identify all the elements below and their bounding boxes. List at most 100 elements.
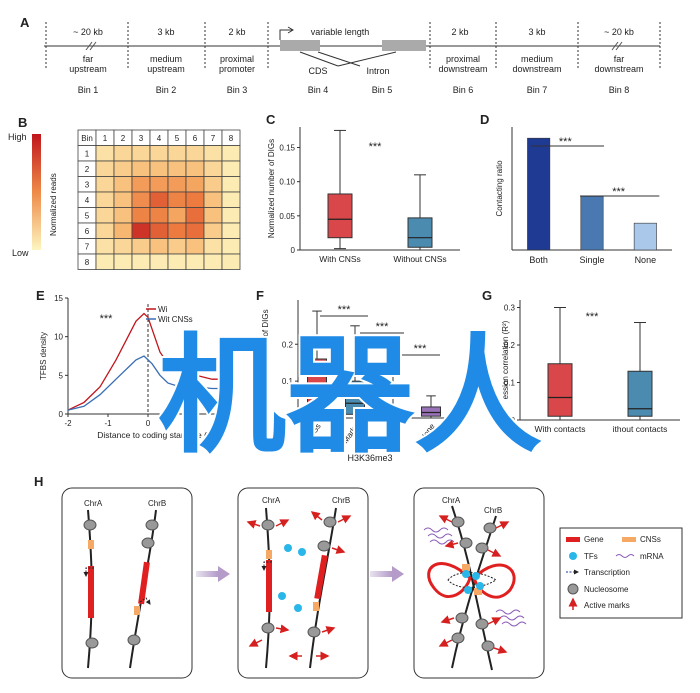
y-tick-label: 15 xyxy=(54,294,63,303)
heatmap-cell xyxy=(221,176,241,193)
x-tick-label: -1 xyxy=(104,419,112,428)
heatmap-cell xyxy=(167,176,187,193)
heatmap-row-label: 2 xyxy=(85,165,90,174)
heatmap-cell xyxy=(149,238,169,255)
box-body xyxy=(421,406,441,417)
x-axis-label: H3K36me3 xyxy=(347,453,392,463)
cds-block-left xyxy=(280,40,320,51)
heatmap-col-label: 6 xyxy=(193,134,198,143)
panel-label-h: H xyxy=(34,474,43,489)
heatmap-cell xyxy=(167,253,187,270)
y-tick-label: 10 xyxy=(54,333,63,342)
svg-text:variable length: variable length xyxy=(311,27,370,37)
heatmap-row-label: 5 xyxy=(85,212,90,221)
bar xyxy=(633,222,657,251)
heatmap-cell xyxy=(221,160,241,177)
heatmap-cell xyxy=(167,145,187,162)
schematic-genome xyxy=(44,22,661,70)
heatmap-cell xyxy=(149,222,169,239)
heatmap-cell xyxy=(203,191,223,208)
x-category-label: With CNSs xyxy=(319,254,361,264)
series-line xyxy=(67,312,228,411)
svg-text:Bin 3: Bin 3 xyxy=(227,85,248,95)
legend-label: Wit CNSs xyxy=(158,315,193,324)
heatmap-cell xyxy=(221,222,241,239)
x-axis-label: Distance to coding start site (kb) xyxy=(97,430,219,440)
heatmap-cell xyxy=(167,207,187,224)
heatmap-cell xyxy=(203,207,223,224)
heatmap-cell xyxy=(113,176,133,193)
y-tick-label: 0 xyxy=(289,414,294,423)
heatmap-cell xyxy=(131,145,151,162)
y-tick-label: 0.1 xyxy=(504,379,516,388)
legend-title: Normalized reads xyxy=(49,173,58,236)
heatmap-cell xyxy=(149,160,169,177)
svg-text:3 kb: 3 kb xyxy=(157,27,174,37)
heatmap-col-label: 7 xyxy=(211,134,216,143)
panel-label-b: B xyxy=(18,115,27,130)
significance-label: *** xyxy=(369,141,383,153)
y-axis-label: TFBS density xyxy=(39,332,48,380)
svg-text:2 kb: 2 kb xyxy=(451,27,468,37)
heatmap-col-label: 2 xyxy=(121,134,126,143)
svg-text:3 kb: 3 kb xyxy=(528,27,545,37)
x-tick-label: 1 xyxy=(186,419,191,428)
heatmap-cell xyxy=(149,207,169,224)
watermark-text: 机器人 xyxy=(158,322,542,471)
y-tick-label: 0 xyxy=(511,416,516,425)
y-tick-label: 0.05 xyxy=(279,212,295,221)
heatmap-cell xyxy=(113,145,133,162)
svg-text:Bin 5: Bin 5 xyxy=(372,85,393,95)
y-tick-label: 5 xyxy=(59,371,64,380)
heatmap-cell xyxy=(203,145,223,162)
heatmap-row-label: 8 xyxy=(85,258,90,267)
svg-text:ChrB: ChrB xyxy=(484,506,502,515)
heatmap-cell xyxy=(185,191,205,208)
heatmap-cell xyxy=(203,222,223,239)
heatmap-cell xyxy=(203,253,223,270)
svg-text:Bin 4: Bin 4 xyxy=(308,85,329,95)
heatmap-cell xyxy=(149,253,169,270)
heatmap-cell xyxy=(149,176,169,193)
heatmap-cell xyxy=(185,176,205,193)
significance-label: *** xyxy=(376,321,390,333)
heatmap-cell xyxy=(95,176,115,193)
bin-dividers xyxy=(45,22,661,70)
box-body xyxy=(407,217,433,248)
legend-nucleosome: Nucleosome xyxy=(584,585,629,594)
y-tick-label: 0.15 xyxy=(279,144,295,153)
heatmap-cell xyxy=(221,191,241,208)
y-tick-label: 0.3 xyxy=(504,304,516,313)
series-line xyxy=(67,355,228,411)
heatmap-cell xyxy=(185,253,205,270)
heatmap-cell xyxy=(131,207,151,224)
heatmap-cell xyxy=(185,145,205,162)
significance-label: *** xyxy=(338,304,352,316)
significance-label: *** xyxy=(414,343,428,355)
heatmap-cell xyxy=(149,191,169,208)
heatmap-cell xyxy=(131,160,151,177)
intron-label: Intron xyxy=(366,66,389,76)
significance-label: *** xyxy=(612,186,626,198)
chr-b-label: ChrB xyxy=(148,499,166,508)
model-legend: Gene CNSs TFs mRNA Transcription Nucleos… xyxy=(559,527,683,619)
svg-text:ChrB: ChrB xyxy=(332,496,350,505)
distance-labels: ~ 20 kb 3 kb 2 kb variable length 2 kb 3… xyxy=(73,27,634,37)
heatmap-cell xyxy=(95,207,115,224)
heatmap-cell xyxy=(131,176,151,193)
heatmap-legend-bar xyxy=(32,134,41,250)
panel-label-a: A xyxy=(20,15,30,30)
svg-text:ChrA: ChrA xyxy=(262,496,281,505)
heatmap-col-label: 1 xyxy=(103,134,108,143)
heatmap-cell xyxy=(203,238,223,255)
heatmap-cell xyxy=(131,222,151,239)
heatmap-cell xyxy=(167,222,187,239)
box-body xyxy=(327,193,353,239)
x-category-label: With contacts xyxy=(534,424,585,434)
panel-label-e: E xyxy=(36,288,45,303)
